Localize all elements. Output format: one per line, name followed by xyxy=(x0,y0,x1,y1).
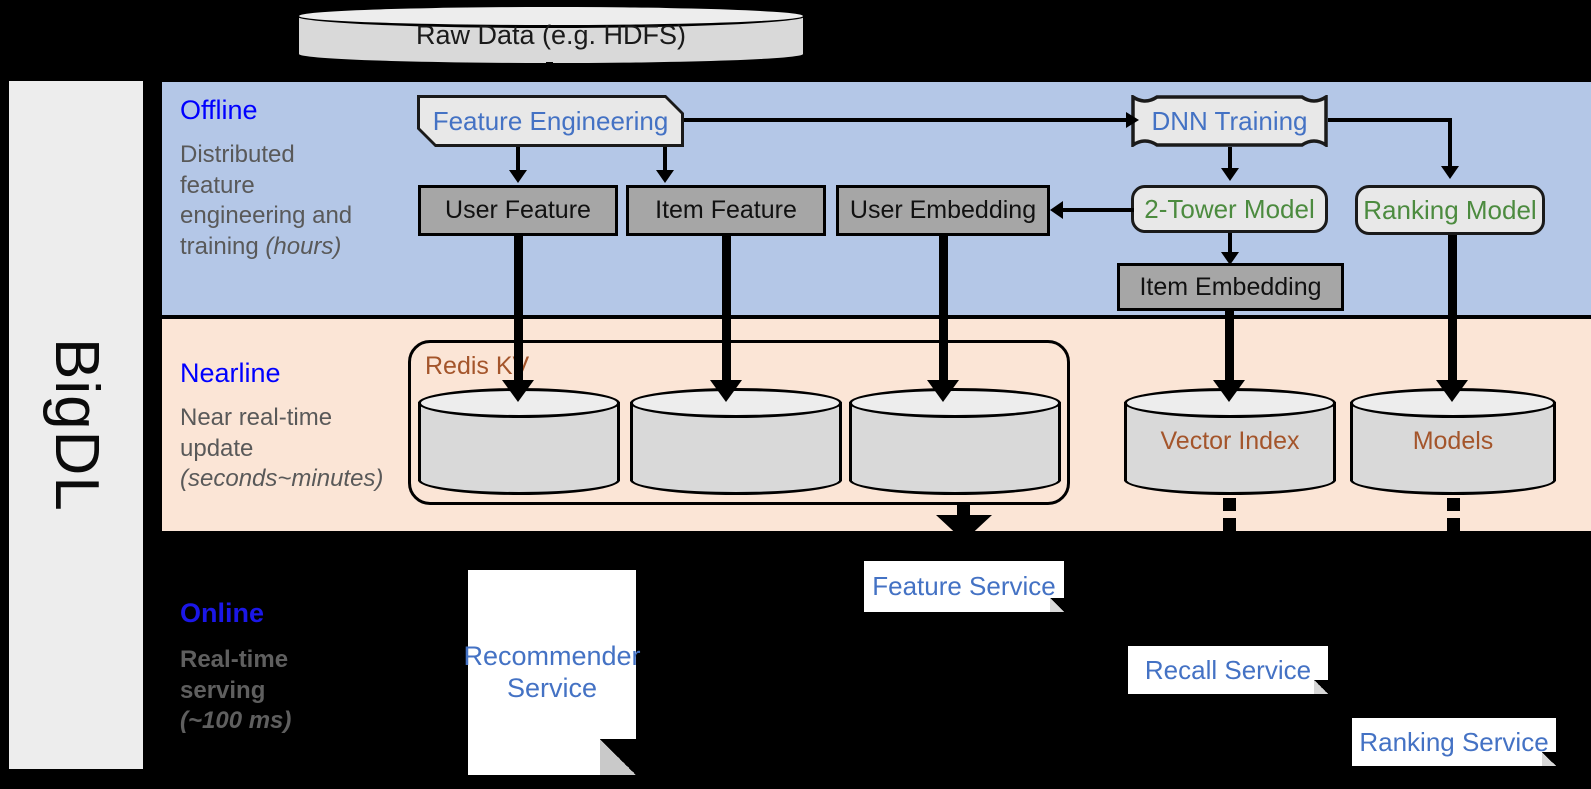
disk-top xyxy=(296,4,806,28)
dnn-training-shape xyxy=(1131,95,1328,147)
ranking-service-fold-icon xyxy=(1542,752,1556,766)
kv-store-1[interactable] xyxy=(418,388,620,495)
offline-description: Distributed feature engineering and trai… xyxy=(180,140,395,263)
offline-desc-italic: (hours) xyxy=(265,233,342,261)
recall-service-card[interactable]: Recall Service xyxy=(1128,646,1328,694)
kv-store-3-label xyxy=(849,388,1061,495)
arrow-fe-to-dnn-head xyxy=(1126,112,1139,128)
feature-service-card[interactable]: Feature Service xyxy=(864,561,1064,612)
arrow-fe-to-userfeature-shaft xyxy=(516,147,520,175)
item-embedding-node[interactable]: Item Embedding xyxy=(1117,263,1344,311)
pipe-itemfeature-head xyxy=(710,380,742,402)
pipe-userembedding-shaft xyxy=(939,236,948,391)
recommender-service-fold-icon xyxy=(600,739,636,775)
two-tower-model-label: 2-Tower Model xyxy=(1144,193,1315,224)
dnn-training-node[interactable]: DNN Training xyxy=(1131,95,1328,147)
online-desc-italic: (~100 ms) xyxy=(180,707,292,735)
bigdl-sidebar: BigDL xyxy=(6,78,146,772)
vector-index-store[interactable]: Vector Index xyxy=(1124,388,1336,495)
feature-engineering-node[interactable]: Feature Engineering xyxy=(417,95,684,147)
feature-engineering-label: Feature Engineering xyxy=(432,105,669,136)
arrow-twotower-to-userembedding-head xyxy=(1050,201,1063,219)
arrow-fe-to-userfeature-head xyxy=(509,170,527,183)
user-embedding-node[interactable]: User Embedding xyxy=(836,185,1050,236)
arrow-dnn-to-ranking-h xyxy=(1328,118,1452,122)
raw-data-label: Raw Data (e.g. HDFS) xyxy=(415,19,687,50)
vector-index-label: Vector Index xyxy=(1160,427,1300,455)
kv-store-3[interactable] xyxy=(849,388,1061,495)
pipe-itemfeature-shaft xyxy=(722,236,731,391)
item-feature-node[interactable]: Item Feature xyxy=(626,185,826,236)
arrow-fe-to-itemfeature-head xyxy=(656,170,674,183)
nearline-desc-italic: (seconds~minutes) xyxy=(180,465,384,493)
connector-vectorindex-dash-1 xyxy=(1223,498,1236,511)
item-feature-label: Item Feature xyxy=(655,196,797,224)
online-description: Real-time serving (~100 ms) xyxy=(180,645,400,737)
online-title: Online xyxy=(180,598,265,628)
pipe-rankingmodel-shaft xyxy=(1448,235,1457,391)
pipe-userembedding-head xyxy=(927,380,959,402)
models-store[interactable]: Models xyxy=(1350,388,1556,495)
arrow-dnn-to-twotower-head xyxy=(1221,168,1239,181)
connector-redis-featureservice-stub xyxy=(957,505,970,518)
ranking-service-label: Ranking Service xyxy=(1359,726,1549,757)
item-embedding-label: Item Embedding xyxy=(1139,272,1322,301)
connector-models-dash-2 xyxy=(1447,518,1460,531)
models-label: Models xyxy=(1412,427,1494,455)
recommender-service-card[interactable]: Recommender Service xyxy=(463,570,641,775)
feature-engineering-face: Feature Engineering xyxy=(420,98,681,144)
recall-service-label: Recall Service xyxy=(1144,654,1312,685)
pipe-itemembedding-head xyxy=(1213,380,1245,402)
arrow-twotower-to-itemembedding-head xyxy=(1221,252,1239,265)
raw-data-store: Raw Data (e.g. HDFS) xyxy=(296,4,806,66)
arrow-dnn-to-ranking-v xyxy=(1448,118,1452,170)
user-feature-label: User Feature xyxy=(445,196,591,224)
recall-service-fold-icon xyxy=(1314,680,1328,694)
arrow-rawdata-shaft xyxy=(546,62,553,80)
ranking-model-label: Ranking Model xyxy=(1363,194,1537,225)
connector-models-dash-1 xyxy=(1447,498,1460,511)
bigdl-label: BigDL xyxy=(42,338,111,512)
pipe-rankingmodel-head xyxy=(1436,380,1468,402)
nearline-desc-plain: Near real-time update xyxy=(180,404,333,462)
user-embedding-label: User Embedding xyxy=(849,196,1037,224)
nearline-description: Near real-time update (seconds~minutes) xyxy=(180,403,420,495)
offline-title: Offline xyxy=(180,95,258,125)
connector-vectorindex-dash-2 xyxy=(1223,518,1236,531)
arrow-twotower-to-itemembedding-shaft xyxy=(1228,233,1232,257)
pipe-userfeature-shaft xyxy=(514,236,523,391)
online-desc-plain: Real-time serving xyxy=(180,646,289,704)
nearline-title: Nearline xyxy=(180,358,281,388)
feature-service-label: Feature Service xyxy=(872,571,1056,602)
ranking-model-node[interactable]: Ranking Model xyxy=(1355,185,1545,235)
arrow-fe-to-dnn-shaft xyxy=(684,118,1134,122)
ranking-service-card[interactable]: Ranking Service xyxy=(1352,718,1556,766)
recommender-service-label: Recommender Service xyxy=(463,640,641,703)
user-feature-node[interactable]: User Feature xyxy=(418,185,618,236)
dnn-training-label: DNN Training xyxy=(1151,105,1308,136)
arrow-twotower-to-userembedding-shaft xyxy=(1062,208,1134,212)
arrow-fe-to-itemfeature-shaft xyxy=(663,147,667,175)
pipe-userfeature-head xyxy=(502,380,534,402)
feature-service-fold-icon xyxy=(1050,598,1064,612)
redis-kv-label: Redis KV xyxy=(425,352,530,380)
pipe-itemembedding-shaft xyxy=(1225,311,1234,391)
kv-store-1-label xyxy=(418,388,620,495)
two-tower-model-node[interactable]: 2-Tower Model xyxy=(1131,185,1328,233)
kv-store-2-label xyxy=(630,388,842,495)
arrow-dnn-to-ranking-head xyxy=(1441,166,1459,179)
redis-kv-container xyxy=(408,340,1070,505)
arrow-dnn-to-twotower-shaft xyxy=(1228,147,1232,171)
kv-store-2[interactable] xyxy=(630,388,842,495)
offline-desc-plain: Distributed feature engineering and trai… xyxy=(180,141,353,261)
